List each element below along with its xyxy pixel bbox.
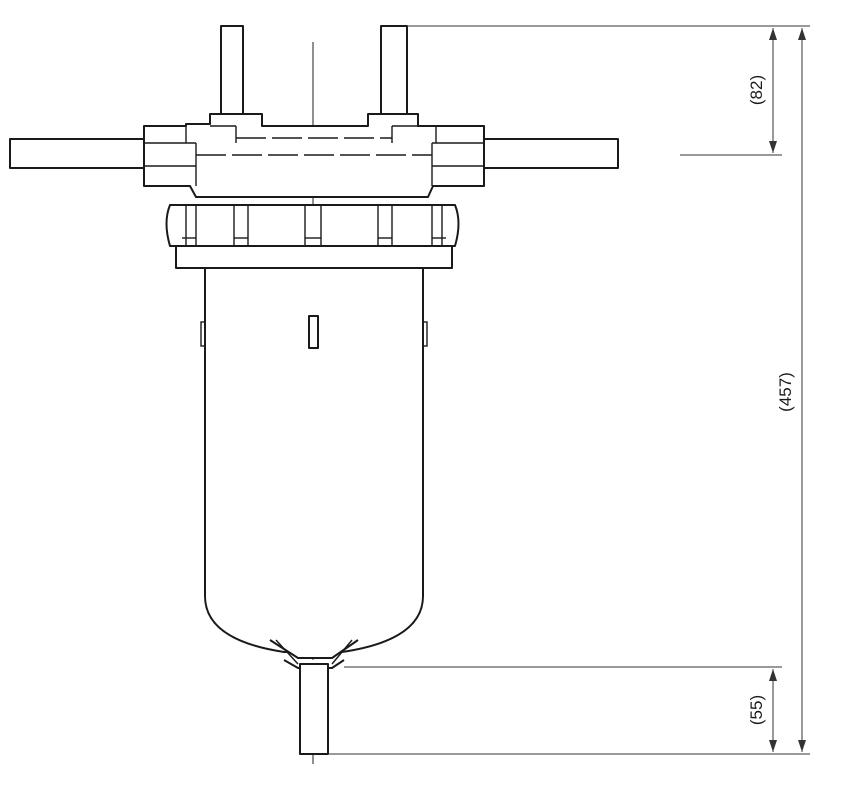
dimension-457-label: (457) — [776, 372, 795, 412]
top-pipe-left — [220, 25, 244, 117]
drain-funnel — [269, 639, 359, 669]
dimension-457: (457) — [776, 28, 806, 752]
bottom-outlet-pipe — [299, 663, 329, 755]
ring-nut — [165, 204, 460, 247]
filter-bowl — [200, 267, 428, 653]
dimension-55: (55) — [747, 669, 777, 752]
side-pipe-right — [483, 138, 619, 169]
dimension-82-label: (82) — [747, 75, 766, 105]
bowl-slot — [308, 315, 319, 349]
dimension-82: (82) — [747, 28, 777, 153]
bowl-flange — [175, 245, 453, 269]
side-pipe-left — [9, 138, 147, 169]
dimension-55-label: (55) — [747, 695, 766, 725]
top-pipe-right — [380, 25, 408, 117]
manifold-head — [143, 113, 485, 198]
